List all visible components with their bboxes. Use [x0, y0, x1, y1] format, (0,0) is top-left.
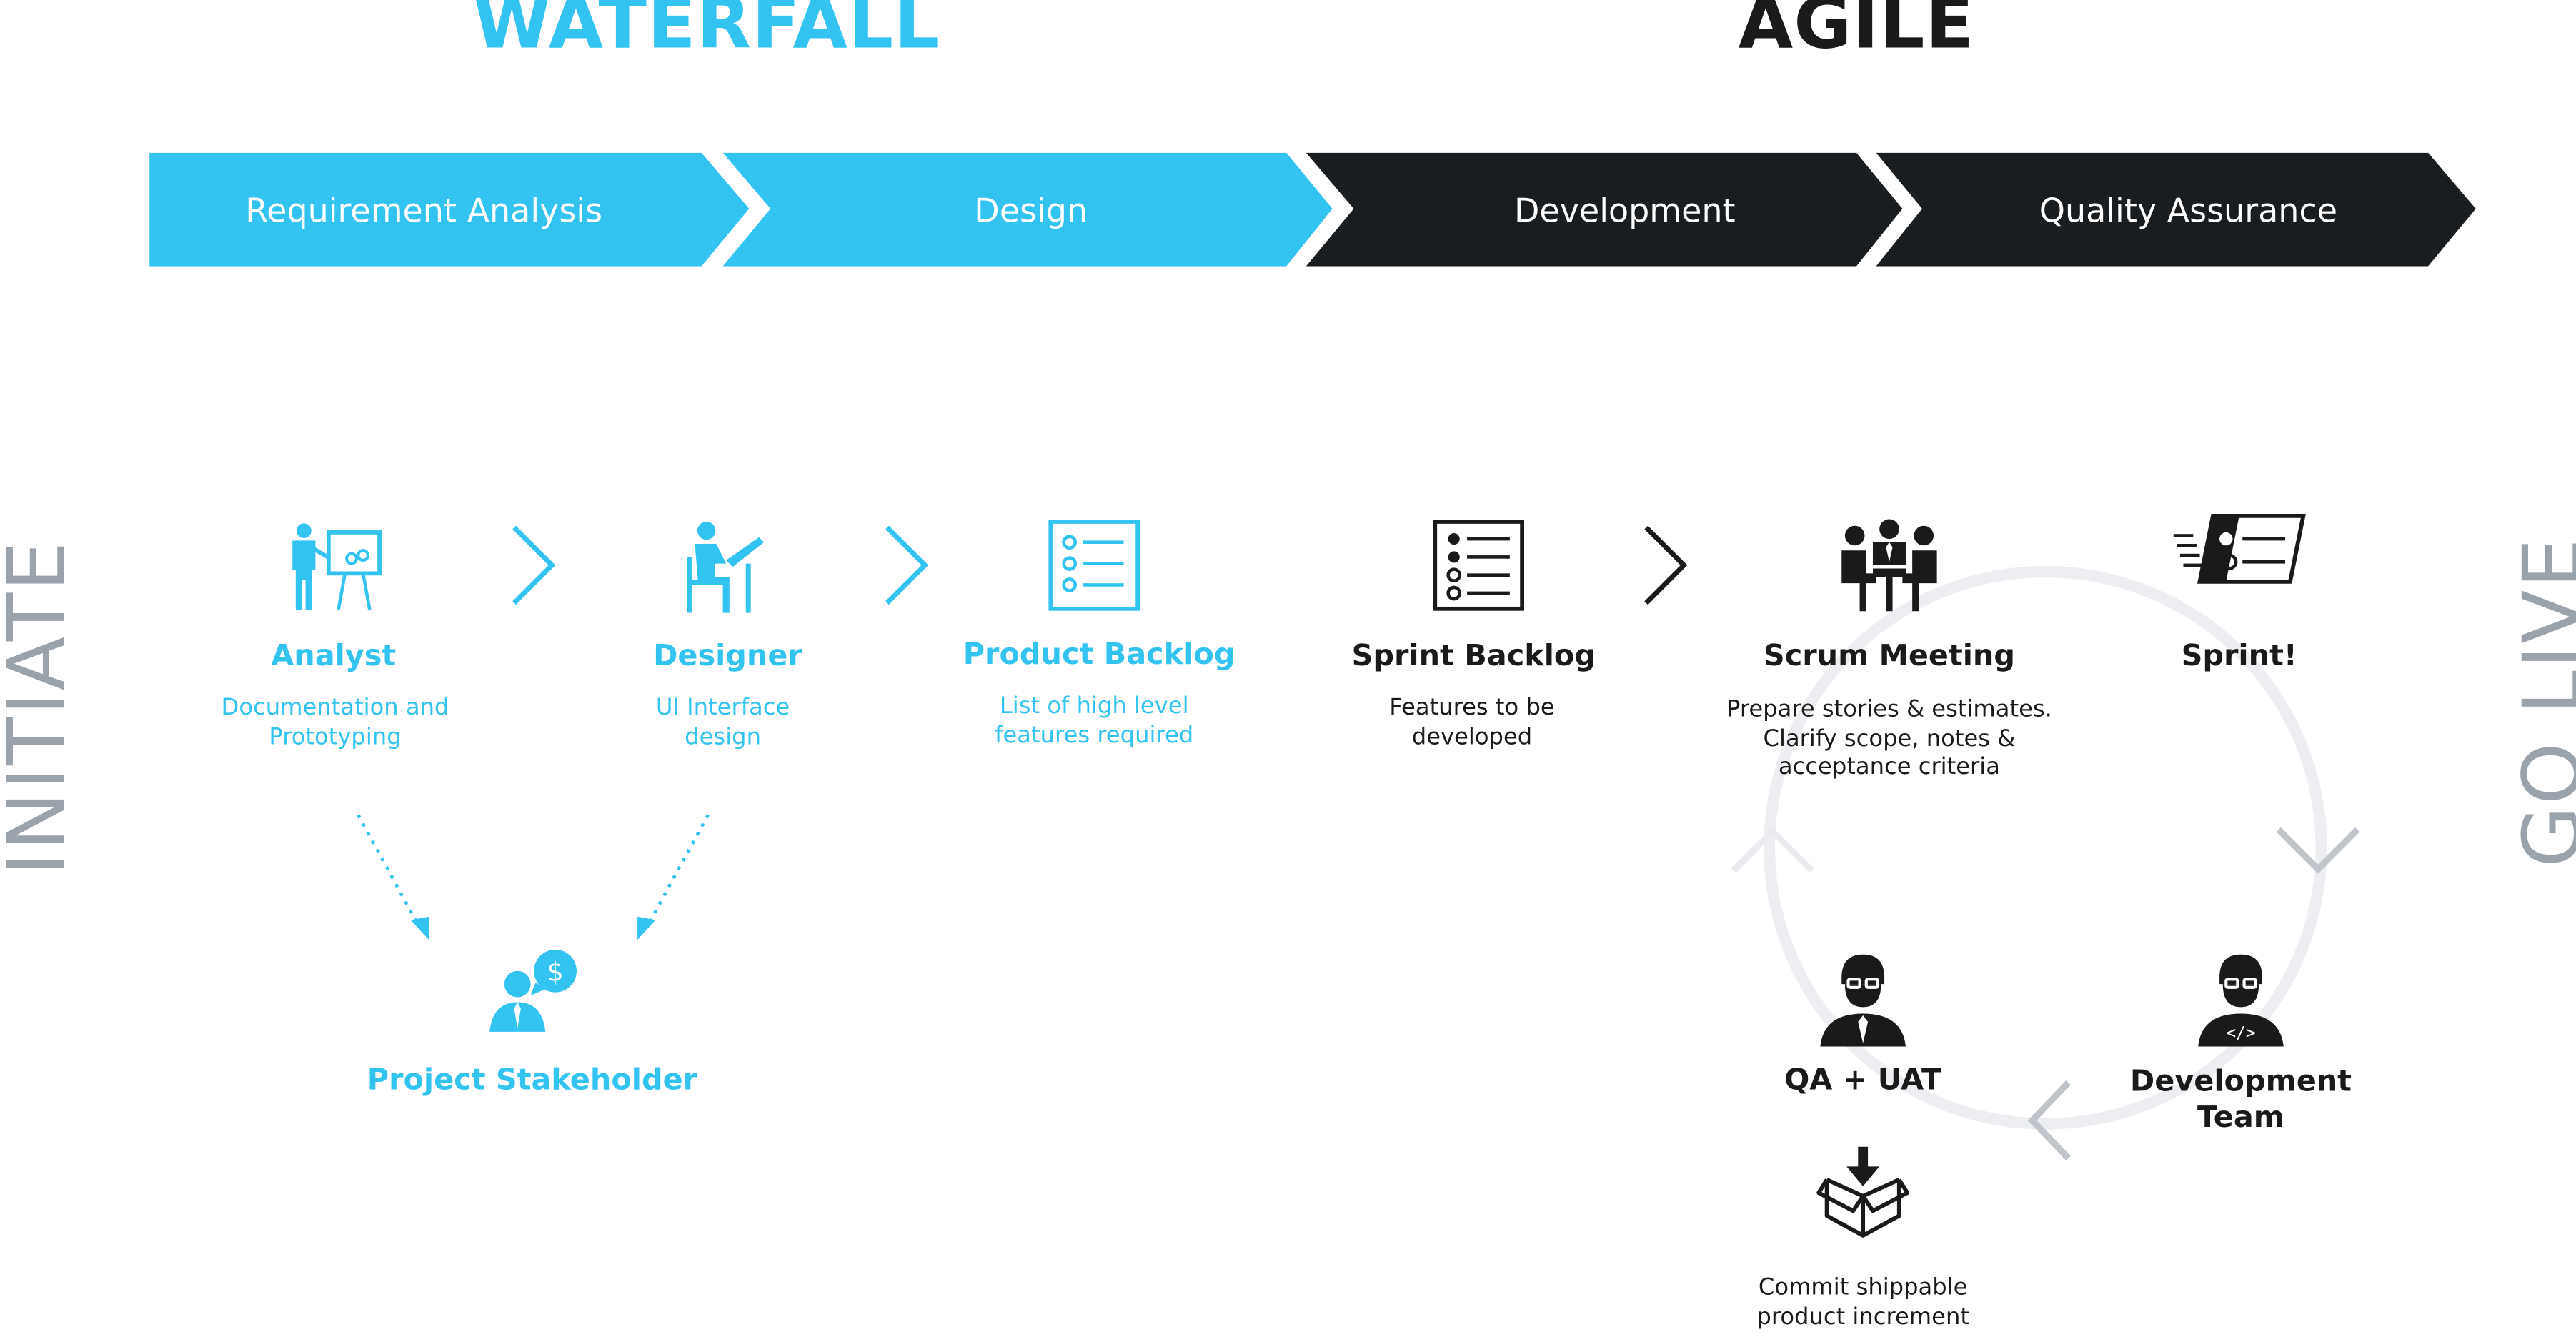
phase-arrow-design — [722, 152, 1333, 267]
dotted-arrow-analyst — [357, 814, 419, 925]
list-icon — [1433, 520, 1524, 611]
designer-desc: UI Interface design — [655, 695, 790, 750]
cycle-arrow-up-icon — [1731, 826, 1815, 873]
analyst-title: Analyst — [271, 639, 397, 674]
designer-title: Designer — [653, 639, 802, 674]
chevron-right-icon — [512, 525, 556, 605]
fast-card-icon — [2173, 514, 2306, 584]
product-backlog-title: Product Backlog — [963, 637, 1235, 672]
qa-uat-title: QA + UAT — [1784, 1063, 1942, 1098]
product-backlog-desc: List of high level features required — [995, 693, 1194, 749]
phase-label-development: Development — [1514, 190, 1736, 230]
designer-desk-icon — [687, 521, 765, 613]
dev-team-title: Development Team — [2129, 1064, 2352, 1135]
stakeholder-title: Project Stakeholder — [367, 1063, 698, 1098]
phase-label-requirement: Requirement Analysis — [245, 190, 603, 230]
checklist-icon — [1048, 520, 1140, 611]
commit-desc: Commit shippable product increment — [1756, 1275, 1969, 1331]
arrowhead-icon — [410, 916, 429, 940]
meeting-icon — [1841, 519, 1937, 612]
phase-label-qa: Quality Assurance — [2039, 190, 2338, 230]
phase-arrow-development — [1306, 152, 1903, 267]
box-download-icon — [1816, 1146, 1910, 1238]
chevron-right-icon — [885, 525, 929, 605]
scrum-meeting-title: Scrum Meeting — [1763, 639, 2016, 674]
svg-text:</>: </> — [2226, 1024, 2256, 1043]
phase-label-design: Design — [974, 190, 1088, 230]
chevron-right-icon — [1644, 525, 1688, 605]
sprint-backlog-title: Sprint Backlog — [1351, 639, 1596, 674]
agile-heading: AGILE — [1738, 0, 1975, 66]
phase-arrow-qa — [1876, 152, 2476, 267]
sprint-title: Sprint! — [2181, 639, 2297, 674]
sprint-backlog-desc: Features to be developed — [1389, 695, 1555, 750]
waterfall-heading: WATERFALL — [472, 0, 940, 66]
developer-icon: </> — [2198, 954, 2284, 1047]
svg-text:$: $ — [547, 957, 563, 988]
analyst-desc: Documentation and Prototyping — [221, 695, 449, 750]
cycle-arrow-left-icon — [2027, 1080, 2071, 1161]
arrowhead-icon — [637, 916, 656, 940]
tester-icon — [1820, 954, 1906, 1047]
phase-arrow-requirement — [149, 152, 750, 267]
scrum-meeting-desc: Prepare stories & estimates. Clarify sco… — [1726, 696, 2052, 781]
sprint-cycle-ring — [1764, 566, 2327, 1130]
cycle-arrow-down-icon — [2276, 827, 2360, 874]
presenter-icon — [292, 523, 382, 610]
dotted-arrow-designer — [647, 814, 710, 925]
stakeholder-money-icon: $ — [489, 949, 577, 1032]
